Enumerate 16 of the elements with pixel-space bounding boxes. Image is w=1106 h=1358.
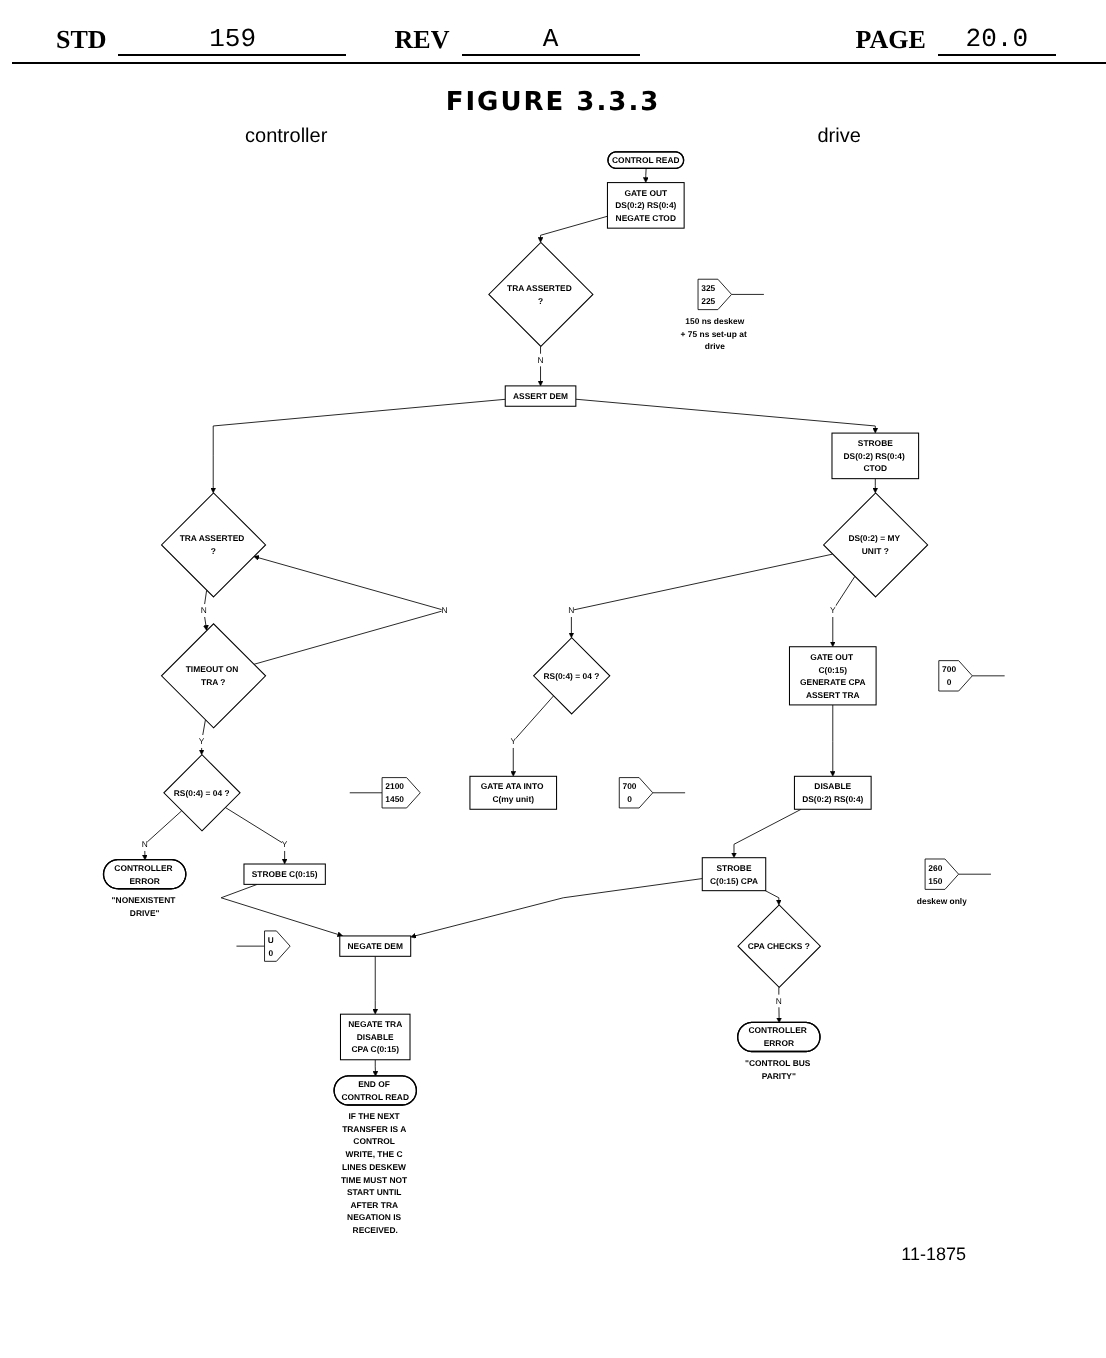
header-label: STD — [56, 24, 107, 56]
page-number: 20.0 — [937, 24, 1056, 56]
connector — [731, 294, 765, 295]
connector — [958, 873, 992, 875]
figure-title: FIGURE 3.3.3 — [445, 88, 661, 118]
document-number: 159 — [118, 24, 347, 56]
lane-label: drive — [817, 126, 861, 148]
lane-label: controller — [245, 126, 328, 148]
figure-number: 11-1875 — [901, 1244, 966, 1264]
connector — [236, 945, 265, 947]
connector — [971, 675, 1006, 677]
connector — [349, 792, 383, 794]
header-label: REV — [394, 24, 450, 56]
revision-letter: A — [461, 24, 640, 56]
header-label: PAGE — [855, 24, 926, 56]
connector — [652, 792, 686, 794]
